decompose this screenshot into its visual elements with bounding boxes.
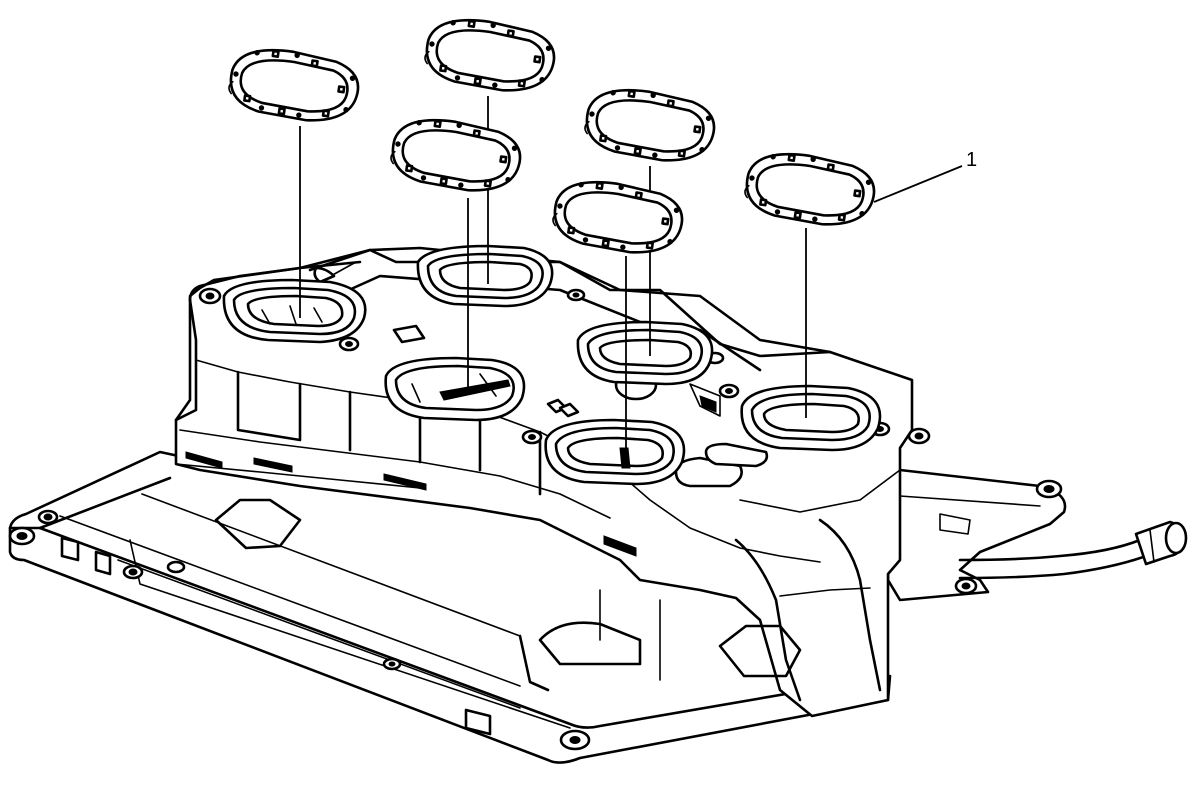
top-deck	[200, 248, 889, 486]
intake-port-1	[224, 280, 365, 342]
vacuum-tube	[960, 522, 1186, 578]
intake-port-4	[578, 322, 712, 384]
gasket-5	[548, 174, 688, 458]
right-end-plate	[888, 429, 1065, 600]
intake-port-6	[742, 386, 880, 450]
intake-manifold-body	[176, 250, 912, 716]
intake-port-3	[386, 358, 524, 420]
gasket-1	[224, 42, 364, 318]
callout-1: 1	[874, 149, 977, 202]
intake-ports	[224, 246, 880, 484]
lower-mounting-plate	[10, 452, 890, 763]
gasket-3	[386, 112, 526, 392]
intake-port-5	[546, 420, 684, 484]
callout-1-label: 1	[966, 149, 977, 171]
gasket-6	[740, 146, 880, 418]
intake-port-2	[418, 246, 552, 306]
